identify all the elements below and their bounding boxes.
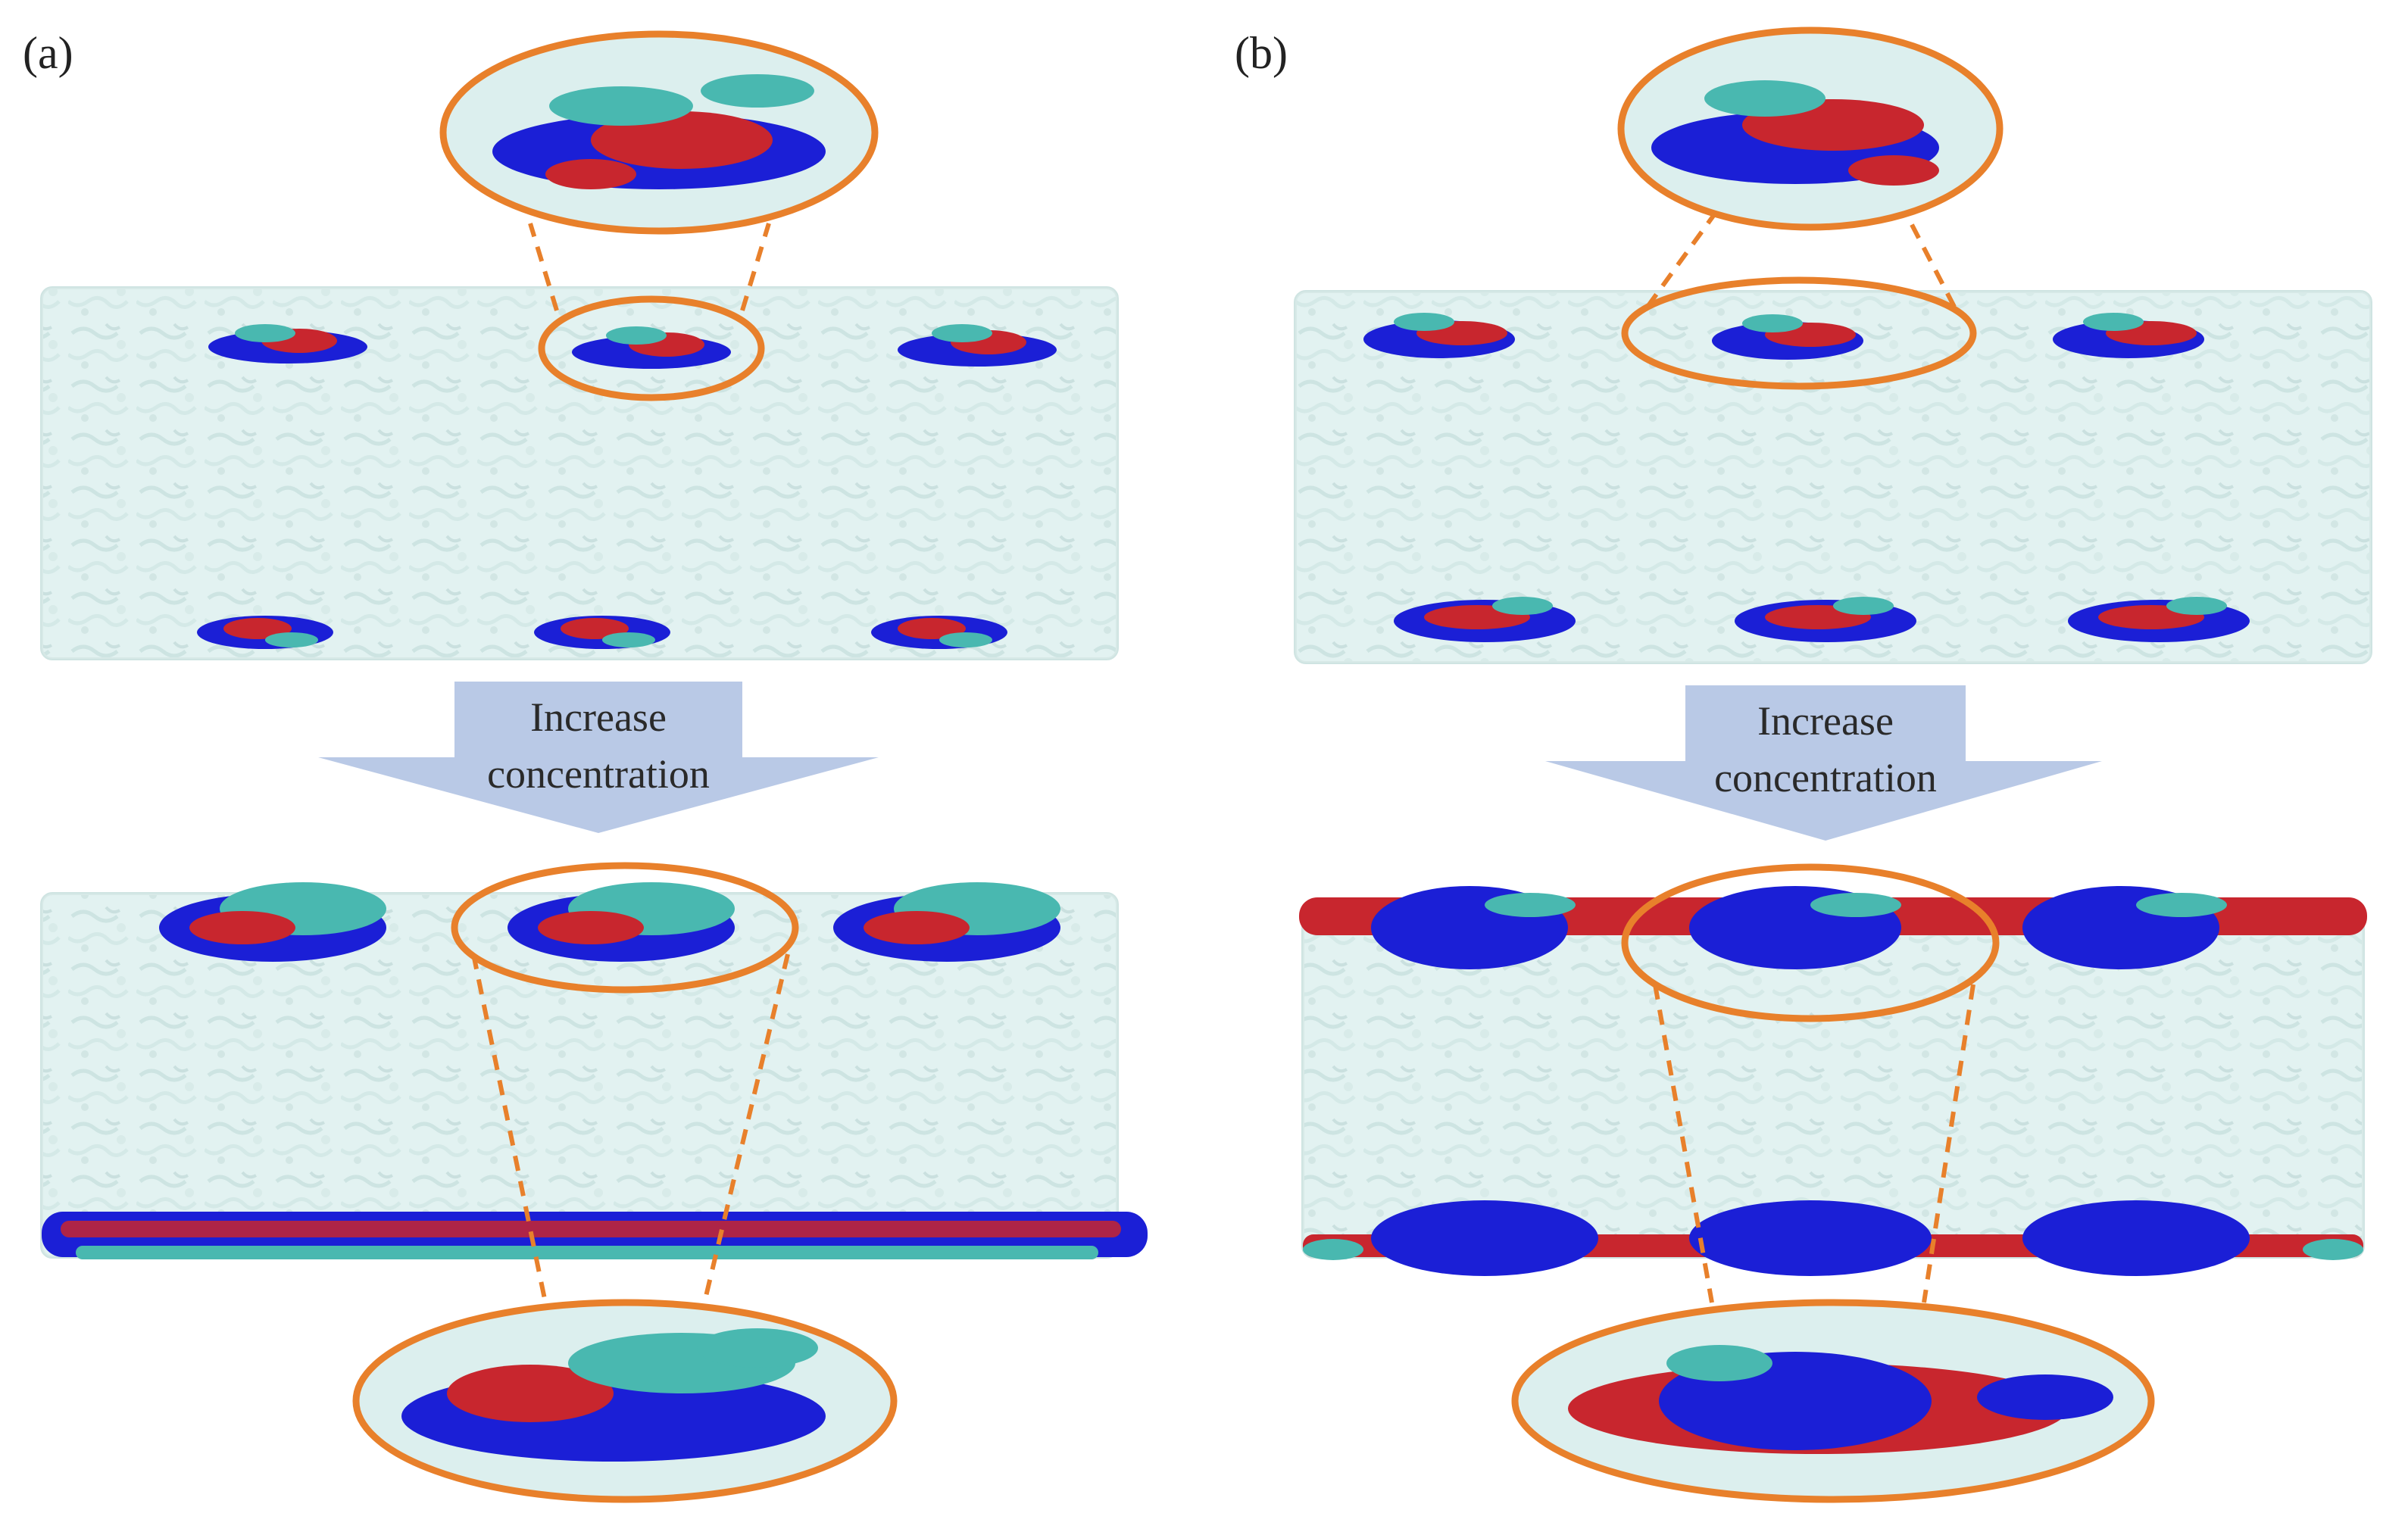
panel-a: (a) <box>23 28 1148 1503</box>
panel-a-increase-arrow: Increase concentration <box>318 682 879 833</box>
panel-b-bottom-cluster-center <box>1735 597 1916 642</box>
panel-b-bottom-water-box <box>1301 915 2365 1259</box>
panel-b-top-zoom <box>1617 27 2004 390</box>
panel-b-arrow-line1: Increase <box>1757 698 1894 744</box>
panel-b: (b) <box>1235 27 2372 1503</box>
panel-a-bottom-layer <box>42 1212 1148 1259</box>
panel-a-bottom-zoom <box>352 862 898 1503</box>
panel-a-aggregate-top-left <box>159 882 386 962</box>
panel-a-arrow-line1: Increase <box>530 694 667 740</box>
panel-a-top-zoom <box>439 30 879 401</box>
panel-b-bottom-zoom <box>1511 863 2155 1503</box>
panel-b-bottom-cluster-right <box>2068 597 2250 642</box>
panel-a-top-cluster-left <box>208 324 367 363</box>
panel-a-top-water-box <box>40 286 1119 660</box>
panel-a-arrow-line2: concentration <box>487 751 710 797</box>
panel-b-bottom-layer <box>1303 1200 2363 1276</box>
panel-a-bottom-water-box <box>40 892 1119 1259</box>
panel-b-top-cluster-right <box>2053 313 2204 358</box>
panel-b-bottom-cluster-left <box>1394 597 1576 642</box>
panel-b-top-cluster-left <box>1363 313 1515 358</box>
panel-a-bottom-cluster-center <box>534 616 670 649</box>
panel-a-top-cluster-center <box>572 326 731 369</box>
panel-b-top-water-box <box>1294 290 2372 664</box>
panel-b-arrow-line2: concentration <box>1714 755 1937 800</box>
panel-b-top-layer <box>1299 886 2367 969</box>
panel-a-aggregate-top-right <box>833 882 1060 962</box>
panel-a-top-cluster-right <box>898 324 1057 367</box>
panel-a-bottom-cluster-right <box>871 616 1007 649</box>
panel-a-label: (a) <box>23 28 73 78</box>
panel-b-increase-arrow: Increase concentration <box>1545 685 2102 841</box>
panel-a-aggregate-top-center <box>508 882 735 962</box>
panel-a-bottom-cluster-left <box>197 616 333 649</box>
panel-b-top-cluster-center <box>1712 314 1863 360</box>
panel-b-label: (b) <box>1235 28 1288 78</box>
